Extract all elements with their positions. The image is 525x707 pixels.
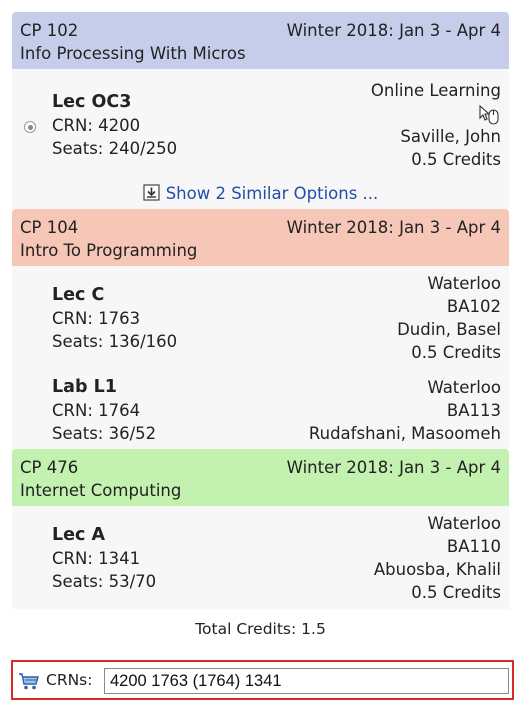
section-instructor: Abuosba, Khalil — [373, 560, 501, 579]
mouse-icon — [479, 104, 499, 125]
course-body: Lec C CRN: 1763 Seats: 136/160 Waterloo … — [12, 266, 509, 449]
section-instructor: Rudafshani, Masoomeh — [308, 424, 501, 443]
course-body: Lec OC3 CRN: 4200 Seats: 240/250 Online … — [12, 69, 509, 209]
section-credits: 0.5 Credits — [411, 583, 501, 602]
download-box-icon — [143, 184, 160, 201]
course-term: Winter 2018: Jan 3 - Apr 4 — [286, 21, 501, 40]
course-code: CP 476 — [20, 458, 79, 477]
course-title: Info Processing With Micros — [20, 44, 246, 63]
section-name: Lec OC3 — [52, 92, 132, 112]
total-credits: Total Credits: 1.5 — [195, 620, 326, 638]
course-title: Internet Computing — [20, 481, 182, 500]
section-name: Lec C — [52, 285, 105, 305]
section-instructor: Saville, John — [400, 127, 501, 146]
course-term: Winter 2018: Jan 3 - Apr 4 — [286, 218, 501, 237]
section-lab-l1[interactable]: Lab L1 CRN: 1764 Seats: 36/52 Waterloo B… — [12, 364, 509, 449]
show-similar-options[interactable]: Show 2 Similar Options ... — [12, 184, 509, 203]
section-crn: CRN: 4200 — [52, 116, 141, 135]
crn-input[interactable] — [104, 668, 509, 694]
section-crn: CRN: 1764 — [52, 401, 141, 420]
section-campus: Waterloo — [427, 514, 501, 533]
crn-label: CRNs: — [46, 671, 93, 689]
course-body: Lec A CRN: 1341 Seats: 53/70 Waterloo BA… — [12, 506, 509, 609]
course-title: Intro To Programming — [20, 241, 198, 260]
section-lec-a[interactable]: Lec A CRN: 1341 Seats: 53/70 Waterloo BA… — [12, 506, 509, 609]
section-lec-c[interactable]: Lec C CRN: 1763 Seats: 136/160 Waterloo … — [12, 266, 509, 362]
course-header[interactable]: CP 102 Winter 2018: Jan 3 - Apr 4 Info P… — [12, 12, 509, 69]
section-seats: Seats: 136/160 — [52, 332, 178, 351]
show-similar-link[interactable]: Show 2 Similar Options ... — [165, 184, 379, 203]
section-campus: Waterloo — [427, 274, 501, 293]
section-instructor: Dudin, Basel — [397, 320, 501, 339]
section-campus: Waterloo — [427, 378, 501, 397]
cart-icon[interactable] — [18, 671, 40, 691]
section-lec-oc3[interactable]: Lec OC3 CRN: 4200 Seats: 240/250 Online … — [12, 69, 509, 179]
section-seats: Seats: 240/250 — [52, 139, 178, 158]
course-header[interactable]: CP 104 Winter 2018: Jan 3 - Apr 4 Intro … — [12, 209, 509, 266]
section-room: BA102 — [446, 297, 501, 316]
course-card-cp476: CP 476 Winter 2018: Jan 3 - Apr 4 Intern… — [12, 449, 509, 609]
section-credits: 0.5 Credits — [411, 343, 501, 362]
section-crn: CRN: 1763 — [52, 309, 141, 328]
section-radio[interactable] — [24, 121, 36, 133]
section-room: BA113 — [446, 401, 501, 420]
course-card-cp104: CP 104 Winter 2018: Jan 3 - Apr 4 Intro … — [12, 209, 509, 449]
section-seats: Seats: 53/70 — [52, 572, 157, 591]
crn-bar: CRNs: — [11, 660, 514, 700]
section-seats: Seats: 36/52 — [52, 424, 157, 443]
section-name: Lab L1 — [52, 377, 117, 397]
section-credits: 0.5 Credits — [411, 150, 501, 169]
course-term: Winter 2018: Jan 3 - Apr 4 — [286, 458, 501, 477]
course-code: CP 102 — [20, 21, 79, 40]
section-room: BA110 — [446, 537, 501, 556]
course-code: CP 104 — [20, 218, 79, 237]
course-card-cp102: CP 102 Winter 2018: Jan 3 - Apr 4 Info P… — [12, 12, 509, 209]
section-crn: CRN: 1341 — [52, 549, 141, 568]
section-campus: Online Learning — [370, 81, 501, 100]
section-name: Lec A — [52, 525, 106, 545]
course-header[interactable]: CP 476 Winter 2018: Jan 3 - Apr 4 Intern… — [12, 449, 509, 506]
schedule-panel: CP 102 Winter 2018: Jan 3 - Apr 4 Info P… — [12, 12, 509, 638]
